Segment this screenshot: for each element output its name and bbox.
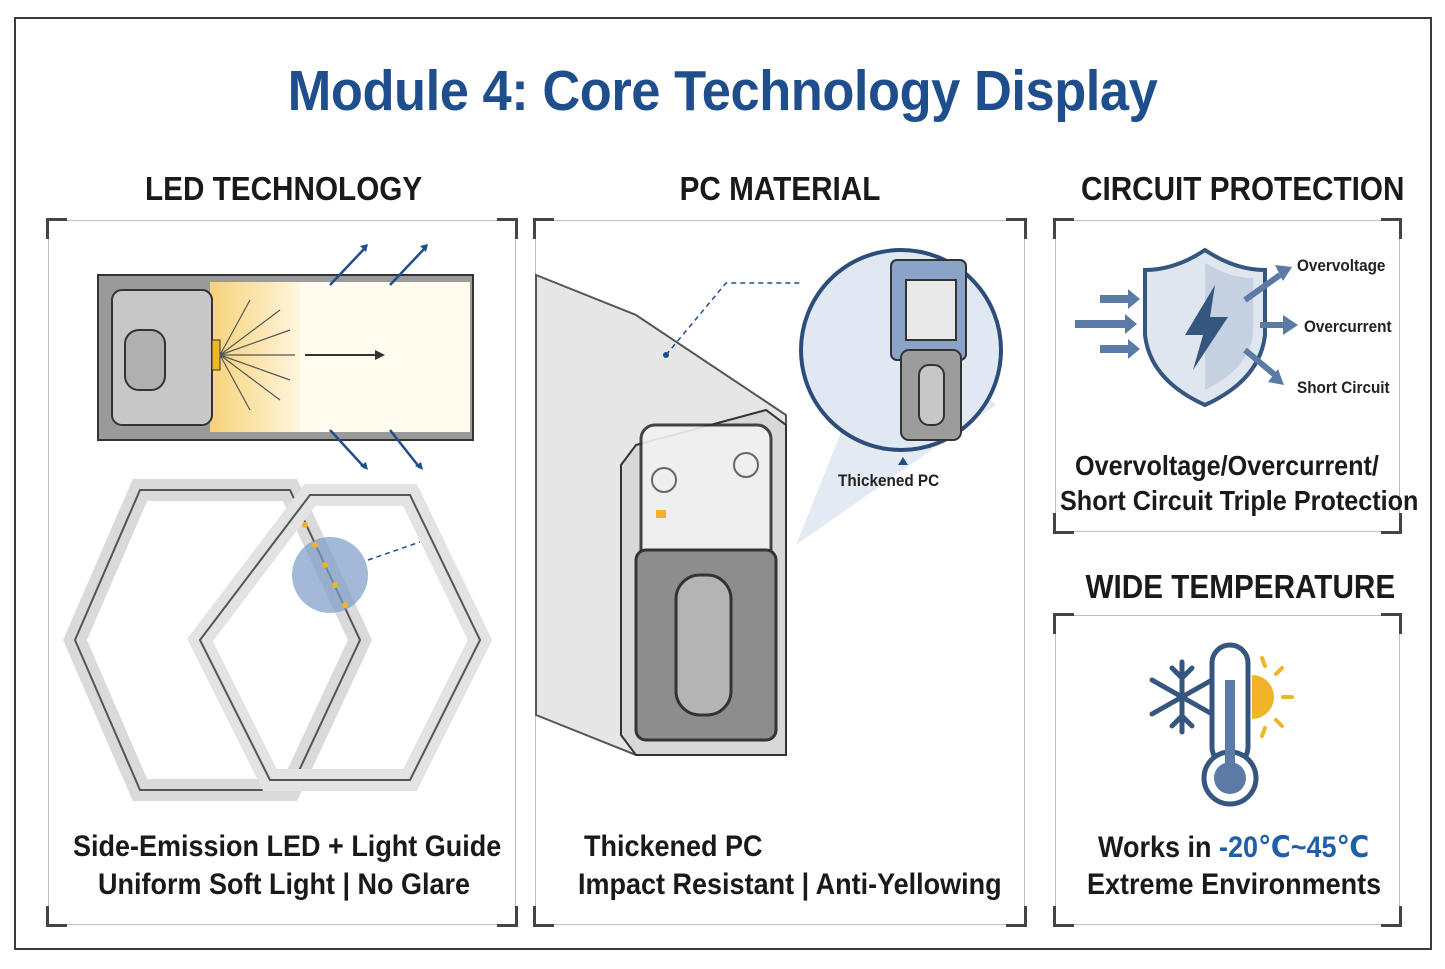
temperature-heading: WIDE TEMPERATURE (1085, 568, 1396, 605)
sun-icon (1252, 656, 1294, 738)
overvoltage-label: Overvoltage (1297, 256, 1386, 275)
led-heading: LED TECHNOLOGY (145, 170, 423, 207)
pc-caption-line2: Impact Resistant | Anti-Yellowing (578, 868, 1002, 901)
temperature-caption-prefix: Works in (1098, 831, 1220, 864)
temperature-caption-line2: Extreme Environments (1087, 868, 1382, 901)
temperature-icons (1149, 642, 1294, 807)
led-caption-line2: Uniform Soft Light | No Glare (98, 868, 471, 901)
temperature-range: -20℃~45℃ (1219, 831, 1370, 864)
short-circuit-label: Short Circuit (1297, 378, 1390, 397)
led-cross-section-diagram (97, 244, 474, 470)
shield-lightning-icon (1075, 247, 1298, 408)
circuit-caption-line1: Overvoltage/Overcurrent/ (1075, 450, 1379, 481)
hexagon-light-diagram (63, 479, 493, 801)
pc-profile-diagram (535, 248, 1003, 756)
led-caption-line1: Side-Emission LED + Light Guide (73, 830, 502, 863)
pc-callout-label: Thickened PC (838, 471, 940, 490)
snowflake-icon (1149, 659, 1215, 735)
temperature-caption-line1: Works in -20℃~45℃ (1098, 830, 1369, 865)
pc-caption-line1: Thickened PC (584, 830, 763, 863)
thermometer-icon (1201, 642, 1259, 807)
circuit-heading: CIRCUIT PROTECTION (1081, 170, 1405, 207)
overcurrent-label: Overcurrent (1304, 317, 1392, 336)
pc-heading: PC MATERIAL (679, 170, 881, 207)
page-title: Module 4: Core Technology Display (287, 59, 1158, 123)
circuit-caption-line2: Short Circuit Triple Protection (1060, 485, 1419, 516)
